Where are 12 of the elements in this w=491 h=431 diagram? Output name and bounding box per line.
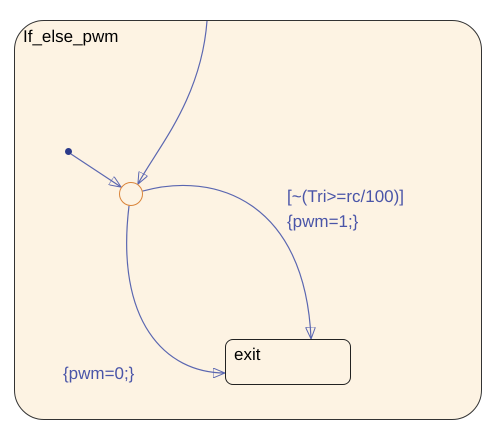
transition-label: [~(Tri>=rc/100)] {pwm=1;} [287,186,405,233]
start-dot [65,148,72,155]
transition-arrow [142,184,316,340]
transition-arrow [126,206,226,378]
state-name: exit [234,345,260,365]
transition-arrow [137,20,208,185]
state-box [225,339,351,385]
chart-title: If_else_pwm [23,27,118,47]
junction-circle [119,182,143,206]
chart-state [14,20,482,420]
transition-arrow [70,153,122,188]
transition-label: {pwm=0;} [63,363,136,385]
